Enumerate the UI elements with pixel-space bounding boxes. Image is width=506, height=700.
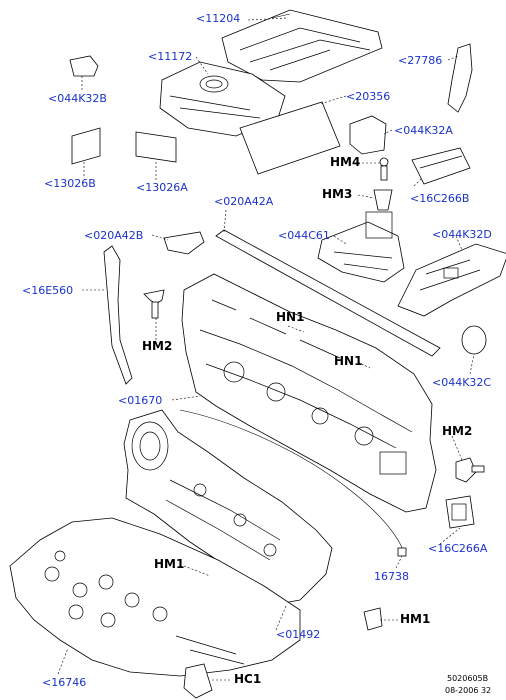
label-11172[interactable]: <11172: [148, 50, 193, 63]
label-044k32d[interactable]: <044K32D: [432, 228, 492, 241]
part-13026b: [71, 127, 101, 165]
label-16738[interactable]: 16738: [374, 570, 409, 583]
label-hm1-a[interactable]: HM1: [154, 557, 185, 571]
part-16746-mat: [9, 517, 301, 677]
part-11204-mat: [221, 9, 383, 83]
label-044k32b[interactable]: <044K32B: [48, 92, 107, 105]
part-020a42a-strip: [215, 229, 441, 357]
part-044k32d-mat: [397, 243, 506, 317]
label-01670[interactable]: <01670: [118, 394, 163, 407]
label-01492[interactable]: <01492: [276, 628, 321, 641]
label-044k32c[interactable]: <044K32C: [432, 376, 492, 389]
fastener-hm2-left: [143, 289, 165, 319]
label-16746[interactable]: <16746: [42, 676, 87, 689]
label-hm2-a[interactable]: HM2: [142, 339, 173, 353]
part-16c266b: [411, 147, 471, 185]
part-044c61-bracket: [317, 211, 405, 283]
footer-date: 08-2006 32: [445, 686, 492, 695]
label-13026b[interactable]: <13026B: [44, 177, 96, 190]
fastener-hm1-b: [363, 607, 383, 631]
part-20356-panel: [239, 101, 341, 175]
part-044k32a: [349, 115, 387, 155]
footer-code: 5020605B: [447, 674, 489, 683]
fastener-hm3: [373, 189, 393, 211]
label-13026a[interactable]: <13026A: [136, 181, 188, 194]
label-044k32a[interactable]: <044K32A: [394, 124, 453, 137]
label-044c61[interactable]: <044C61: [278, 229, 330, 242]
label-16c266a[interactable]: <16C266A: [428, 542, 488, 555]
label-020a42a[interactable]: <020A42A: [214, 195, 274, 208]
fastener-hm2-right: [455, 457, 485, 483]
label-11204[interactable]: <11204: [196, 12, 241, 25]
label-16c266b[interactable]: <16C266B: [410, 192, 470, 205]
label-16e560[interactable]: <16E560: [22, 284, 74, 297]
label-hn1-b[interactable]: HN1: [334, 354, 363, 368]
part-044k32c-disc: [461, 325, 487, 355]
part-020a42b: [163, 231, 205, 255]
part-01492-panel: [123, 409, 333, 605]
label-hm1-b[interactable]: HM1: [400, 612, 431, 626]
label-hn1-a[interactable]: HN1: [276, 310, 305, 324]
label-hm3[interactable]: HM3: [322, 187, 353, 201]
part-13026a: [135, 131, 177, 163]
label-27786[interactable]: <27786: [398, 54, 443, 67]
part-16e560-seal: [103, 245, 133, 385]
leader-lines: [57, 17, 475, 681]
label-hm2-b[interactable]: HM2: [442, 424, 473, 438]
label-hc1[interactable]: HC1: [234, 672, 262, 686]
part-27786: [447, 43, 473, 113]
part-16c266a-pad: [445, 495, 475, 529]
label-20356[interactable]: <20356: [346, 90, 391, 103]
part-01670-bulkhead: [181, 273, 437, 513]
part-044k32b: [69, 55, 99, 77]
label-020a42b[interactable]: <020A42B: [84, 229, 144, 242]
fastener-hc1: [183, 663, 213, 699]
fastener-hm4: [379, 157, 389, 181]
label-hm4[interactable]: HM4: [330, 155, 361, 169]
